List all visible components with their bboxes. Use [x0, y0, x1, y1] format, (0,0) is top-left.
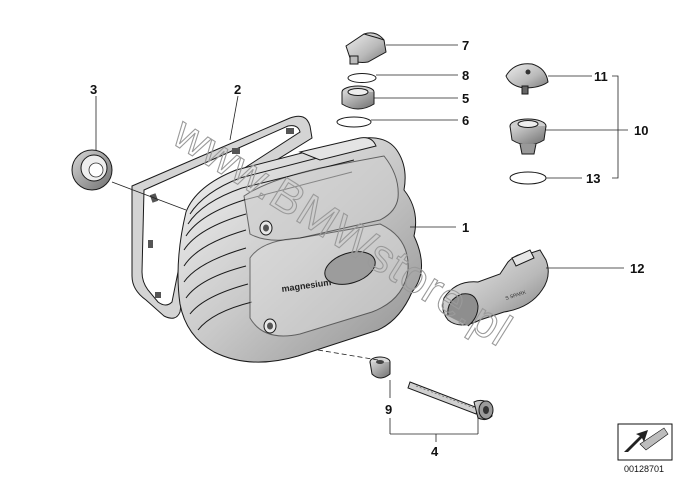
o-ring-8: [347, 73, 377, 83]
callout-2: 2: [234, 82, 241, 97]
callout-8: 8: [462, 68, 469, 83]
threaded-insert: [341, 85, 375, 110]
callout-1: 1: [462, 220, 469, 235]
filler-cap: [345, 32, 387, 65]
callout-5: 5: [462, 91, 469, 106]
callout-12: 12: [630, 261, 644, 276]
reference-number: 00128701: [624, 464, 664, 474]
callout-3: 3: [90, 82, 97, 97]
direction-arrow-icon: [624, 427, 669, 452]
valve-cover: magnesium: [177, 137, 422, 363]
callout-6: 6: [462, 113, 469, 128]
grommet: [509, 118, 547, 155]
reference-box: 00128701: [617, 423, 673, 474]
callout-13: 13: [586, 171, 600, 186]
callout-7: 7: [462, 38, 469, 53]
rubber-bushing: [369, 356, 391, 379]
callout-10: 10: [634, 123, 648, 138]
callout-9: 9: [385, 402, 392, 417]
shaft-seal: [71, 149, 113, 191]
callout-11: 11: [594, 69, 608, 84]
valve-cover-gasket: [131, 115, 313, 319]
cover-bolt: [407, 381, 494, 421]
callout-4: 4: [431, 444, 439, 459]
spark-plug-cover: S SPARK: [442, 249, 549, 327]
ring-13: [509, 171, 547, 185]
o-ring-6: [336, 116, 372, 128]
oil-plug: [505, 63, 549, 95]
leader-lines: [95, 44, 628, 442]
